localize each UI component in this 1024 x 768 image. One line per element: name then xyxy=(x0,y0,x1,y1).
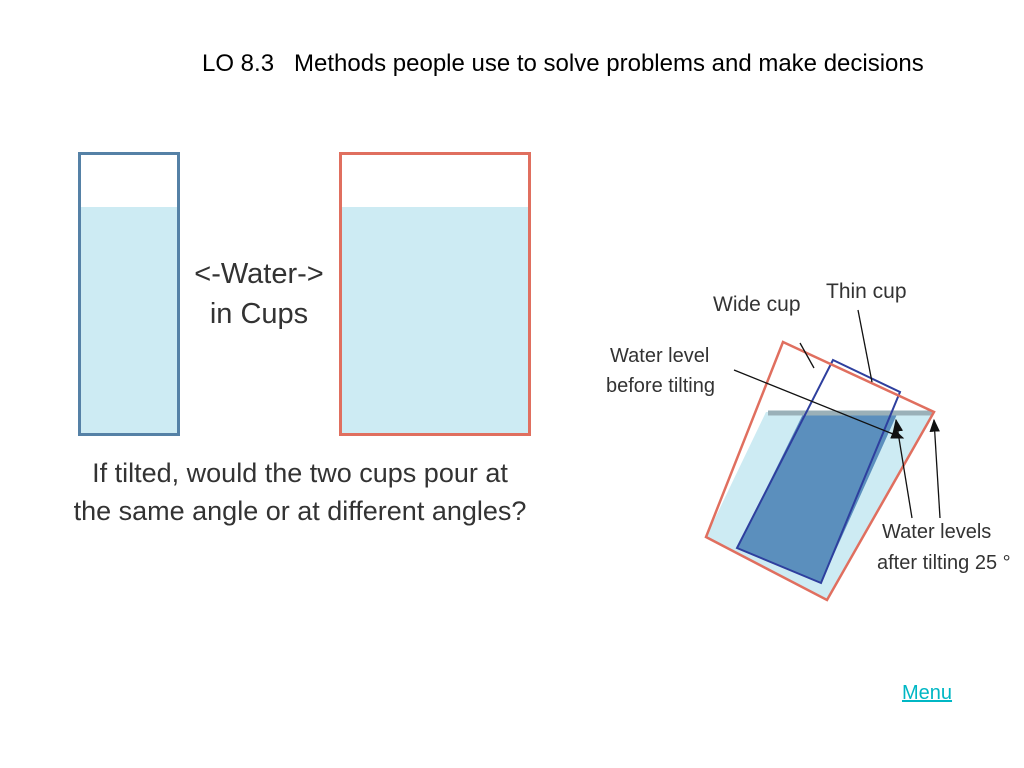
wide-cup xyxy=(339,152,531,436)
after-label-line2: after tilting 25 ° xyxy=(877,552,1011,574)
tilt-question-line1: If tilted, would the two cups pour at xyxy=(92,458,508,488)
cups-label-line1: <-Water-> xyxy=(194,258,324,290)
after-level-arrow-wide xyxy=(929,418,941,519)
thin-cup-leader xyxy=(857,309,873,383)
before-label-line1: Water level xyxy=(610,345,709,367)
cups-label: <-Water-> in Cups xyxy=(184,254,334,334)
menu-link[interactable]: Menu xyxy=(902,682,953,704)
wide-cup-leader xyxy=(799,342,815,369)
tilt-question: If tilted, would the two cups pour at th… xyxy=(40,454,560,530)
tilt-question-line2: the same angle or at different angles? xyxy=(73,496,527,526)
thin-cup-water-tilted xyxy=(737,412,898,583)
after-label-line1: Water levels xyxy=(882,521,991,543)
thin-cup-water xyxy=(81,207,177,433)
wide-cup-water xyxy=(342,207,528,433)
before-label-line2: before tilting xyxy=(606,375,715,397)
wide-cup-label: Wide cup xyxy=(713,293,801,316)
wide-cup-outline xyxy=(704,340,936,602)
cups-label-line2: in Cups xyxy=(209,298,309,330)
before-level-arrow xyxy=(733,369,905,439)
slide-title: LO 8.3 Methods people use to solve probl… xyxy=(202,50,924,77)
thin-cup-label: Thin cup xyxy=(826,280,907,303)
tilted-cups-diagram: Wide cup Thin cup Water level before til… xyxy=(606,280,1011,602)
after-level-arrow-thin xyxy=(892,418,913,519)
thin-cup-outline xyxy=(735,358,902,585)
thin-cup xyxy=(78,152,180,436)
